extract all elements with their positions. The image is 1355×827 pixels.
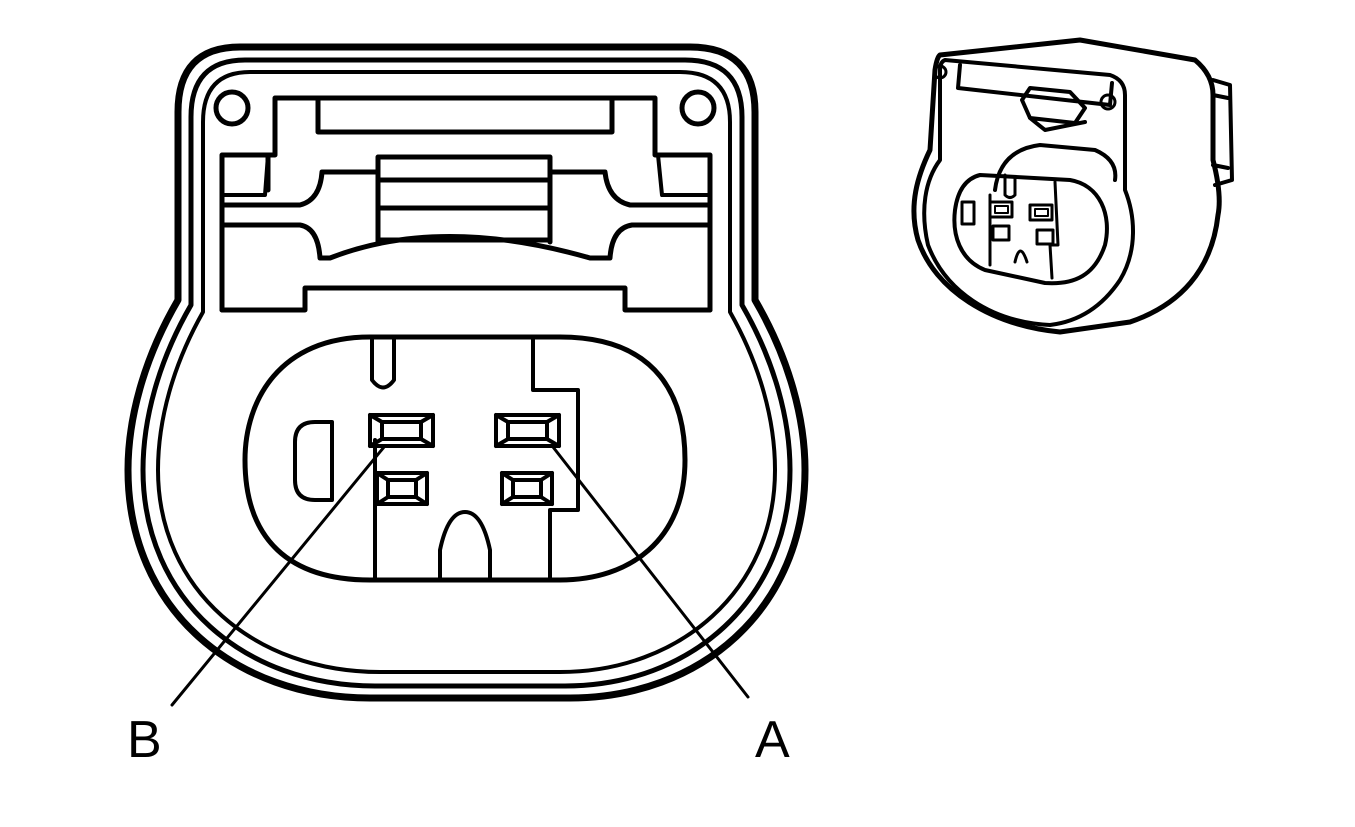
latch-step xyxy=(219,285,713,313)
connector-front-view: B A xyxy=(124,43,809,769)
iso-rear-tab xyxy=(1211,78,1234,187)
key-bump-bottom xyxy=(438,510,492,582)
iso-top-latch xyxy=(956,63,1114,132)
iso-mounting-hole-right xyxy=(1099,93,1117,111)
callout-a-leader xyxy=(551,445,750,699)
housing-second-outline xyxy=(140,57,793,689)
lower-right-terminal xyxy=(500,471,554,506)
connector-isometric-view xyxy=(911,37,1234,335)
iso-terminal-2 xyxy=(1028,203,1054,222)
iso-latch-bar xyxy=(993,143,1118,192)
iso-terminal-3 xyxy=(991,224,1011,242)
key-post-top xyxy=(370,335,396,390)
callout-b-label: B xyxy=(127,711,162,769)
callout-b-leader xyxy=(170,445,386,707)
upper-left-terminal xyxy=(368,413,435,448)
housing-inner-outline xyxy=(156,70,777,674)
iso-terminal-4 xyxy=(1035,228,1055,246)
mounting-hole-right xyxy=(679,89,717,127)
iso-body-outline xyxy=(911,37,1222,335)
iso-mounting-hole-left xyxy=(932,64,948,80)
callout-a-label: A xyxy=(755,711,790,769)
iso-key-slot xyxy=(960,200,976,226)
latch-tab xyxy=(219,154,713,208)
mounting-hole-left xyxy=(213,89,251,127)
housing-outer-outline xyxy=(124,43,809,702)
key-slot-left xyxy=(293,420,334,502)
latch-side-right xyxy=(656,153,712,197)
iso-front-face xyxy=(922,58,1135,327)
iso-terminal-1 xyxy=(988,200,1014,219)
latch-tab-lower xyxy=(219,222,713,261)
latch-side-left xyxy=(220,153,270,197)
iso-terminal-detail xyxy=(994,205,1049,217)
upper-right-terminal xyxy=(494,413,561,448)
terminal-cavity-oval xyxy=(242,334,688,583)
terminal-divider xyxy=(373,335,580,582)
iso-terminal-oval xyxy=(952,173,1109,286)
lower-left-terminal xyxy=(375,471,429,506)
latch-ridges xyxy=(375,169,553,245)
iso-terminal-divider xyxy=(988,173,1060,280)
